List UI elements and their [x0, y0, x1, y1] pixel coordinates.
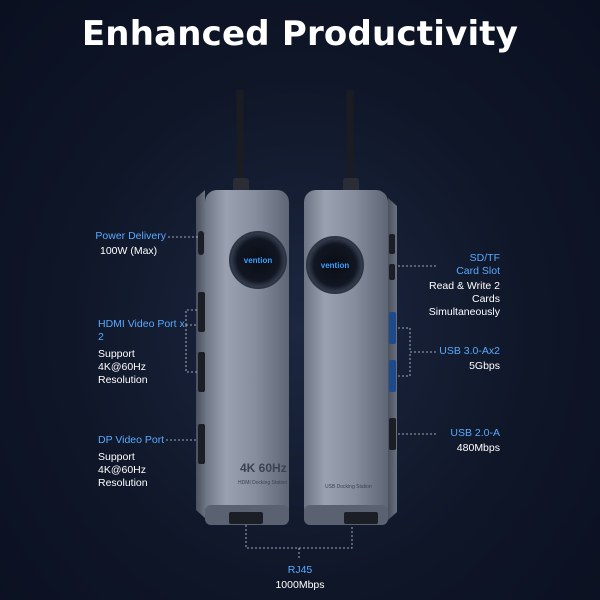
sd-slot — [389, 234, 395, 254]
usbc-pd-port — [198, 231, 204, 255]
hdmi-line2: 4K@60Hz — [98, 361, 147, 373]
badge-4k-left: 4K 60Hz — [240, 461, 287, 475]
dp-line3: Resolution — [98, 477, 148, 489]
brand-logo-right: vention — [321, 261, 350, 270]
rj45-port-right — [344, 512, 378, 524]
hdmi-port-2 — [198, 352, 205, 392]
usb3-port-2 — [389, 360, 396, 392]
sd-tf-line2: Simultaneously — [428, 306, 500, 318]
sd-tf-heading-2: Card Slot — [456, 265, 500, 277]
usb2-heading: USB 2.0-A — [450, 427, 500, 439]
power-delivery-detail: 100W (Max) — [100, 245, 158, 257]
subtext-left: HDMI Docking Station — [238, 480, 287, 486]
rj45-port-left — [229, 512, 263, 524]
hub-left: vention 4K 60Hz HDMI Docking Station — [196, 190, 289, 525]
usb2-port — [389, 418, 396, 450]
hdmi-port-1 — [198, 292, 205, 332]
callout-power-delivery: Power Delivery 100W (Max) — [40, 230, 166, 258]
hub-right: vention USB Docking Station — [304, 190, 397, 525]
page-title: Enhanced Productivity — [81, 14, 519, 54]
usb3-port-1 — [389, 312, 396, 344]
usb2-detail: 480Mbps — [456, 442, 500, 454]
hdmi-line3: Resolution — [98, 374, 148, 386]
dp-heading: DP Video Port — [98, 434, 165, 446]
rj45-heading: RJ45 — [287, 564, 313, 576]
subtext-right: USB Docking Station — [325, 484, 372, 490]
callout-rj45: RJ45 1000Mbps — [250, 564, 350, 592]
hdmi-line1: Support — [98, 348, 135, 360]
callout-lines — [166, 236, 438, 560]
dp-line2: 4K@60Hz — [98, 464, 147, 476]
callout-sd-tf: SD/TF Card Slot Read & Write 2 Cards Sim… — [400, 252, 500, 319]
cable-left — [236, 89, 245, 191]
usb3-heading: USB 3.0-Ax2 — [439, 345, 500, 357]
callout-hdmi: HDMI Video Port x 2 Support 4K@60Hz Reso… — [98, 318, 188, 387]
brand-logo-left: vention — [244, 256, 273, 265]
dp-port — [198, 424, 205, 464]
callout-usb2: USB 2.0-A 480Mbps — [420, 427, 500, 455]
cable-right — [346, 89, 355, 191]
usb3-detail: 5Gbps — [469, 360, 500, 372]
power-delivery-heading: Power Delivery — [95, 230, 166, 242]
sd-tf-heading-1: SD/TF — [469, 252, 500, 264]
rj45-detail: 1000Mbps — [275, 579, 325, 591]
tf-slot — [389, 264, 395, 280]
callout-dp: DP Video Port Support 4K@60Hz Resolution — [98, 434, 188, 490]
hdmi-heading: HDMI Video Port x 2 — [98, 318, 185, 343]
callout-usb3: USB 3.0-Ax2 5Gbps — [420, 345, 500, 373]
sd-tf-line1: Read & Write 2 Cards — [428, 280, 500, 305]
dp-line1: Support — [98, 451, 135, 463]
